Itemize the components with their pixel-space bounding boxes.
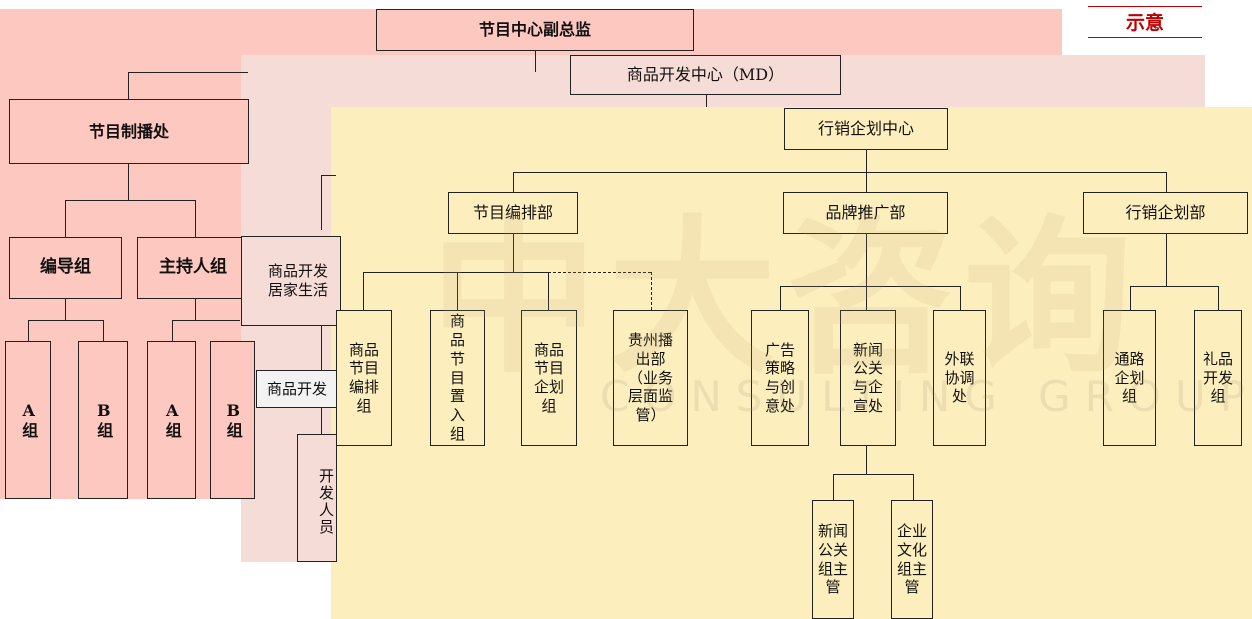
- connector-dashed: [651, 272, 652, 310]
- connector: [363, 272, 548, 273]
- connector: [65, 299, 66, 320]
- connector: [1218, 286, 1219, 310]
- connector: [548, 272, 549, 310]
- connector: [780, 286, 960, 287]
- node-label: 通路企划组: [1114, 349, 1145, 406]
- node-host-group: 主持人组: [137, 237, 249, 299]
- node-label: 新闻公关与企宣处: [852, 340, 883, 415]
- connector: [28, 320, 103, 321]
- node-program-planning-group: 商品节目企划组: [521, 310, 577, 446]
- node-group-b: B组: [78, 341, 128, 499]
- connector: [866, 446, 867, 474]
- connector-dashed: [548, 272, 651, 273]
- connector: [960, 286, 961, 310]
- node-label: 企业文化组主管: [897, 522, 928, 597]
- connector: [28, 320, 29, 341]
- connector: [833, 474, 834, 500]
- connector: [1166, 172, 1167, 192]
- connector: [321, 408, 322, 434]
- node-label: 礼品开发组: [1203, 349, 1234, 406]
- node-program-placement-group: 商品节目置入组: [430, 310, 485, 446]
- node-channel-planning-group: 通路企划组: [1103, 310, 1156, 446]
- connector: [128, 72, 129, 99]
- connector: [1130, 286, 1218, 287]
- connector: [866, 150, 867, 172]
- node-program-production-dept: 节目制播处: [9, 99, 249, 164]
- connector: [195, 299, 196, 320]
- node-group-b: B组: [210, 341, 255, 499]
- node-group-a: A组: [147, 341, 196, 499]
- connector: [321, 326, 322, 370]
- connector: [833, 474, 913, 475]
- node-label: 外联协调处: [944, 349, 975, 406]
- connector: [513, 234, 514, 272]
- node-label: 商品节目编排组: [349, 340, 380, 415]
- node-pr-corporate-promo: 新闻公关与企宣处: [840, 310, 896, 446]
- node-label: 广告策略与创意处: [765, 340, 796, 415]
- node-program-center-director: 节目中心副总监: [376, 9, 694, 51]
- node-label: 商品节目企划组: [534, 340, 565, 415]
- connector: [65, 200, 195, 201]
- connector: [195, 200, 196, 237]
- node-product-dev-home-living: 商品开发居家生活: [241, 236, 341, 326]
- connector: [321, 175, 336, 176]
- connector: [65, 200, 66, 237]
- connector: [103, 320, 104, 341]
- node-brand-promotion-dept: 品牌推广部: [783, 192, 948, 234]
- node-gift-dev-group: 礼品开发组: [1194, 310, 1242, 446]
- connector: [780, 286, 781, 310]
- node-corporate-culture-manager: 企业文化组主管: [891, 500, 933, 619]
- node-label: 商品节目置入组: [449, 312, 465, 443]
- connector: [706, 95, 707, 107]
- node-label: 商品开发居家生活: [268, 262, 329, 299]
- connector: [457, 272, 458, 310]
- connector: [866, 234, 867, 286]
- node-director-group: 编导组: [9, 237, 122, 299]
- connector: [513, 172, 514, 192]
- connector: [513, 172, 1166, 173]
- node-label: 新闻公关组主管: [818, 522, 849, 597]
- connector: [363, 272, 364, 310]
- connector: [172, 320, 173, 341]
- connector: [866, 172, 867, 192]
- connector: [172, 320, 240, 321]
- node-product-dev-center: 商品开发中心（MD）: [570, 55, 841, 95]
- connector: [321, 175, 322, 230]
- connector: [1130, 286, 1131, 310]
- node-guizhou-broadcast-dept: 贵州播出部（业务层面监管）: [613, 310, 688, 446]
- node-group-a: A组: [5, 341, 51, 499]
- node-marketing-planning-dept: 行销企划部: [1083, 192, 1248, 234]
- corner-tag: 示意: [1088, 6, 1202, 38]
- node-product-dev: 商品开发: [256, 370, 346, 408]
- node-ad-strategy-creative: 广告策略与创意处: [751, 310, 809, 446]
- connector: [913, 474, 914, 500]
- connector: [128, 164, 129, 201]
- node-external-relations: 外联协调处: [933, 310, 986, 446]
- node-pr-group-manager: 新闻公关组主管: [812, 500, 854, 619]
- node-program-scheduling-group: 商品节目编排组: [336, 310, 392, 446]
- node-dev-staff: 开发人员: [297, 434, 337, 562]
- node-label: 贵州播出部（业务层面监管）: [627, 331, 673, 425]
- node-marketing-center: 行销企划中心: [784, 108, 948, 150]
- connector: [128, 72, 248, 73]
- connector: [1166, 234, 1167, 286]
- node-program-scheduling-dept: 节目编排部: [448, 192, 578, 234]
- connector: [535, 51, 536, 72]
- connector: [866, 286, 867, 310]
